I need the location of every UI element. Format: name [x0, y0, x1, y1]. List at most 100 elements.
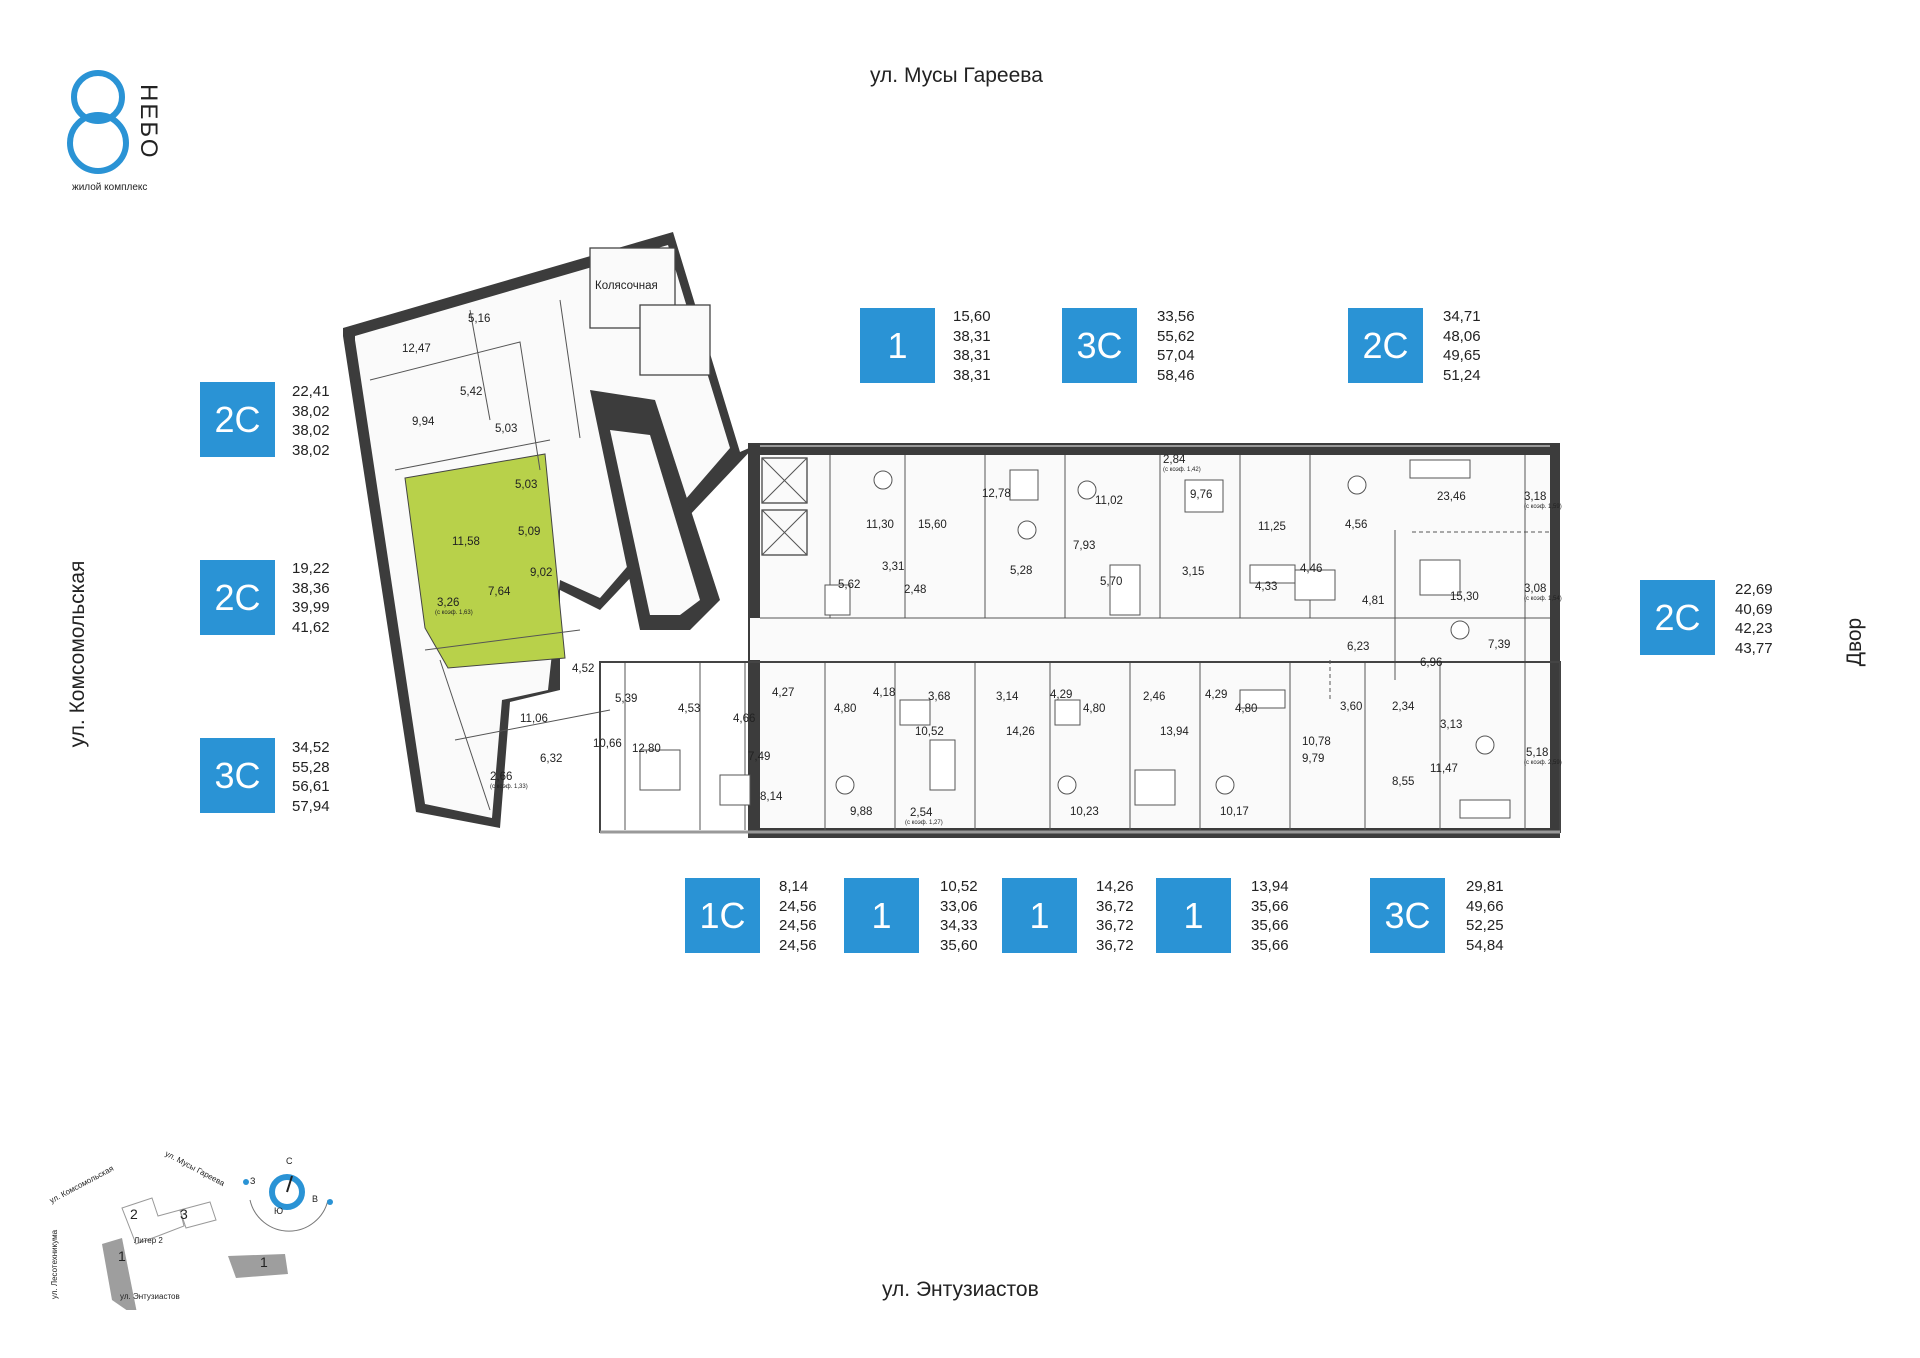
apt-badge-1c-bottom[interactable]: 1С	[685, 878, 760, 953]
svg-text:4,56: 4,56	[1345, 519, 1367, 531]
svg-text:2,66: 2,66	[490, 771, 512, 783]
svg-text:15,60: 15,60	[918, 519, 947, 531]
svg-text:6,32: 6,32	[540, 753, 562, 765]
minimap-shapes	[102, 1174, 333, 1310]
svg-text:9,94: 9,94	[412, 416, 435, 428]
svg-text:3,60: 3,60	[1340, 701, 1362, 713]
svg-text:10,66: 10,66	[593, 738, 622, 750]
minimap-legend-section: 1	[260, 1254, 268, 1270]
svg-text:11,06: 11,06	[520, 713, 548, 725]
street-bottom: ул. Энтузиастов	[882, 1278, 1039, 1301]
svg-text:10,52: 10,52	[915, 726, 944, 738]
svg-text:10,23: 10,23	[1070, 806, 1099, 818]
svg-text:4,33: 4,33	[1255, 581, 1277, 593]
apt-badge-2c-right[interactable]: 2С	[1640, 580, 1715, 655]
svg-text:11,30: 11,30	[866, 519, 894, 531]
svg-text:10,17: 10,17	[1220, 806, 1249, 818]
svg-text:5,18: 5,18	[1526, 747, 1548, 759]
svg-text:2,54: 2,54	[910, 807, 933, 819]
apt-badge-3c-a[interactable]: 3С	[200, 738, 275, 813]
svg-text:12,80: 12,80	[632, 743, 661, 755]
svg-text:7,49: 7,49	[748, 751, 770, 763]
svg-text:5,16: 5,16	[468, 313, 490, 325]
apt-badge-1-bottom-c[interactable]: 1	[1156, 878, 1231, 953]
svg-text:(с коэф. 1,63): (с коэф. 1,63)	[435, 610, 473, 616]
svg-text:(с коэф. 2,59): (с коэф. 2,59)	[1524, 760, 1562, 766]
svg-text:11,58: 11,58	[452, 536, 480, 548]
svg-text:5,28: 5,28	[1010, 565, 1032, 577]
svg-text:5,62: 5,62	[838, 579, 860, 591]
apt-badge-3c-top[interactable]: 3С	[1062, 308, 1137, 383]
svg-text:11,25: 11,25	[1258, 521, 1286, 533]
svg-text:4,81: 4,81	[1362, 595, 1384, 607]
svg-text:(с коэф. 1,27): (с коэф. 1,27)	[905, 820, 943, 826]
street-top: ул. Мусы Гареева	[870, 64, 1043, 87]
svg-text:6,96: 6,96	[1420, 657, 1442, 669]
svg-text:4,46: 4,46	[1300, 563, 1322, 575]
svg-text:(с коэф. 1,33): (с коэф. 1,33)	[490, 784, 528, 790]
minimap-street-entuziastov: ул. Энтузиастов	[120, 1292, 180, 1301]
svg-text:6,23: 6,23	[1347, 641, 1369, 653]
svg-text:9,88: 9,88	[850, 806, 872, 818]
compass-w: З	[250, 1176, 256, 1186]
logo: НЕБО жилой комплекс	[62, 66, 172, 196]
svg-text:23,46: 23,46	[1437, 491, 1466, 503]
room-labels: 12,47 5,16 5,42 9,94 5,03 5,03 11,58 5,0…	[402, 280, 1562, 826]
svg-text:5,09: 5,09	[518, 526, 540, 538]
compass-n: С	[286, 1156, 293, 1166]
svg-text:4,29: 4,29	[1205, 689, 1227, 701]
logo-caption: жилой комплекс	[72, 182, 148, 193]
svg-text:3,68: 3,68	[928, 691, 950, 703]
svg-text:3,31: 3,31	[882, 561, 904, 573]
left-wing	[343, 232, 756, 828]
svg-text:5,03: 5,03	[495, 423, 517, 435]
compass-e: В	[312, 1194, 319, 1204]
highlighted-apartment[interactable]	[404, 453, 566, 669]
apt-badge-2c-b[interactable]: 2С	[200, 560, 275, 635]
svg-text:3,15: 3,15	[1182, 566, 1204, 578]
svg-text:4,53: 4,53	[678, 703, 700, 715]
svg-text:8,55: 8,55	[1392, 776, 1414, 788]
svg-text:5,70: 5,70	[1100, 576, 1122, 588]
svg-text:4,18: 4,18	[873, 687, 895, 699]
svg-text:4,66: 4,66	[733, 713, 755, 725]
svg-text:3,14: 3,14	[996, 691, 1019, 703]
main-wing	[599, 443, 1561, 838]
svg-text:15,30: 15,30	[1450, 591, 1479, 603]
svg-text:4,80: 4,80	[834, 703, 856, 715]
minimap-section-3: 3	[180, 1206, 188, 1222]
svg-text:(с коэф. 1,54): (с коэф. 1,54)	[1524, 596, 1562, 602]
minimap-liter: Литер 2	[134, 1236, 163, 1245]
svg-text:8,14: 8,14	[760, 791, 783, 803]
svg-text:3,13: 3,13	[1440, 719, 1462, 731]
svg-text:4,29: 4,29	[1050, 689, 1072, 701]
svg-text:4,80: 4,80	[1083, 703, 1105, 715]
svg-text:9,02: 9,02	[530, 567, 552, 579]
svg-text:(с коэф. 1,42): (с коэф. 1,42)	[1163, 467, 1201, 473]
svg-text:2,84: 2,84	[1163, 454, 1186, 466]
apt-badge-1-bottom-b[interactable]: 1	[1002, 878, 1077, 953]
apt-badge-3c-bottom[interactable]: 3С	[1370, 878, 1445, 953]
svg-text:9,79: 9,79	[1302, 753, 1324, 765]
apt-badge-2c-top[interactable]: 2С	[1348, 308, 1423, 383]
apt-badge-1-bottom-a[interactable]: 1	[844, 878, 919, 953]
site-minimap: ул. Комсомольская ул. Мусы Гареева ул. Л…	[48, 1140, 360, 1310]
minimap-section-2: 2	[130, 1206, 138, 1222]
apt-badge-2c-a[interactable]: 2С	[200, 382, 275, 457]
minimap-section-1: 1	[118, 1248, 126, 1264]
apt-badge-1-top[interactable]: 1	[860, 308, 935, 383]
svg-text:10,78: 10,78	[1302, 736, 1331, 748]
svg-text:13,94: 13,94	[1160, 726, 1189, 738]
svg-text:11,47: 11,47	[1430, 763, 1458, 775]
svg-text:11,02: 11,02	[1095, 495, 1123, 507]
